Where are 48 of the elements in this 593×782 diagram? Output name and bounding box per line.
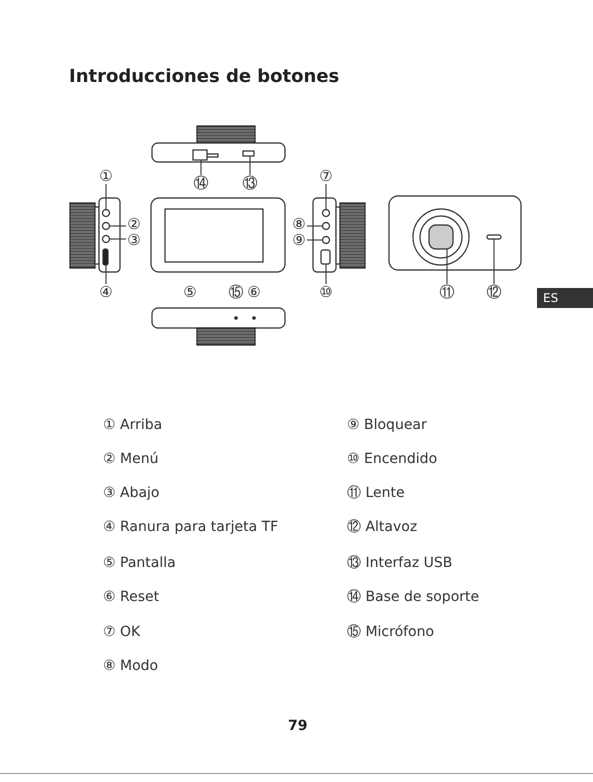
leader-line [109, 238, 126, 240]
legend-item: ⑭ Base de soporte [347, 589, 480, 605]
legend-item: ④ Ranura para tarjeta TF [103, 519, 278, 535]
legend-item: ⑧ Modo [103, 658, 158, 674]
legend-item: ⑪ Lente [347, 485, 405, 501]
callout-number: ③ [127, 232, 141, 248]
down-button [102, 234, 110, 244]
legend-item: ① Arriba [103, 417, 162, 433]
speaker-grille [486, 234, 502, 240]
legend-item: ⑤ Pantalla [103, 555, 176, 571]
callout-number: ⑦ [319, 168, 333, 184]
legend-item: ⑬ Interfaz USB [347, 555, 452, 571]
callout-number: ⑩ [319, 284, 333, 300]
legend-item: ⑮ Micrófono [347, 624, 434, 640]
usb-port [242, 150, 255, 157]
callout-number: ⑧ [292, 216, 306, 232]
mode-button [322, 222, 330, 230]
ok-button [322, 208, 330, 218]
legend-item: ⑨ Bloquear [347, 417, 427, 433]
callout-number: ⑫ [486, 284, 502, 300]
mount-slot [192, 149, 208, 161]
callout-number: ⑨ [292, 232, 306, 248]
callout-number: ⑤ [183, 284, 197, 300]
page-title: Introducciones de botones [69, 66, 340, 87]
legend-item: ⑩ Encendido [347, 451, 438, 467]
lock-button [322, 236, 330, 244]
power-button [320, 249, 331, 265]
legend-item: ⑦ OK [103, 624, 140, 640]
callout-number: ④ [99, 284, 113, 300]
menu-button [102, 222, 110, 230]
legend-item: ⑥ Reset [103, 589, 160, 605]
card-slot [102, 248, 109, 266]
callout-number: ⑪ [440, 284, 454, 300]
legend-item: ② Menú [103, 451, 158, 467]
leader-line [200, 160, 202, 176]
legend-item: ⑫ Altavoz [347, 519, 418, 535]
callout-number: ⑭ [194, 175, 208, 191]
callout-number: ⑥ [247, 284, 261, 300]
page-number: 79 [288, 718, 308, 734]
legend-item: ③ Abajo [103, 485, 160, 501]
up-button [102, 208, 110, 218]
callout-number: ⑮ [228, 284, 244, 300]
leader-line [446, 248, 448, 284]
callout-number: ⑬ [242, 175, 258, 191]
camera-lens [428, 224, 454, 250]
language-tab: ES [537, 288, 593, 308]
callout-number: ① [99, 168, 113, 184]
callout-number: ② [127, 216, 141, 232]
